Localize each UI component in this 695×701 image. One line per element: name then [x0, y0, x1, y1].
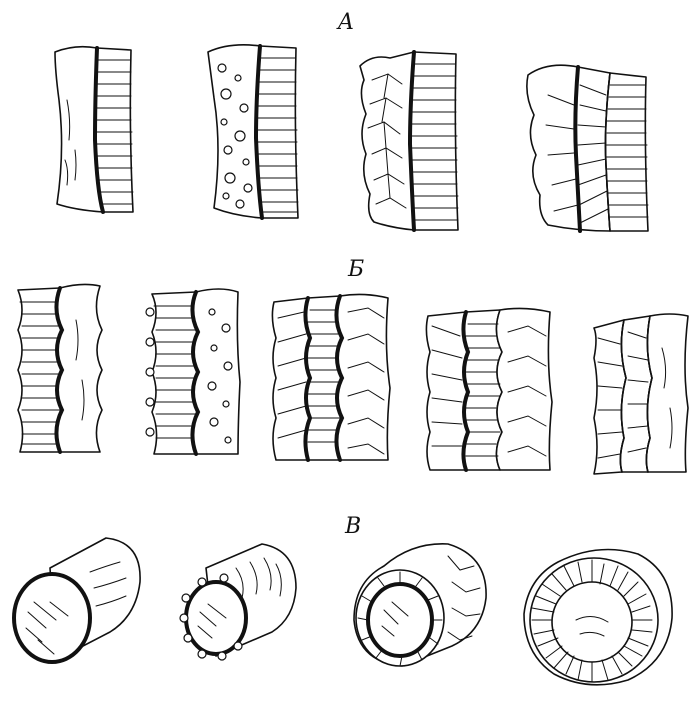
- specimen-a3: [352, 44, 472, 234]
- row-label-a: A: [338, 12, 354, 34]
- row-label-c: В: [345, 516, 361, 538]
- specimen-c1: [10, 532, 150, 682]
- specimen-b5: [588, 308, 692, 478]
- specimen-b1: [12, 280, 112, 460]
- specimen-b2: [140, 282, 250, 462]
- specimen-b4: [420, 302, 560, 477]
- specimen-a4: [518, 55, 668, 240]
- specimen-c4: [518, 542, 678, 692]
- specimen-b3: [268, 288, 398, 468]
- specimen-a1: [45, 40, 145, 220]
- specimen-a2: [200, 38, 310, 228]
- specimen-c2: [176, 538, 306, 678]
- row-label-b: Б: [348, 259, 364, 281]
- specimen-c3: [348, 536, 498, 686]
